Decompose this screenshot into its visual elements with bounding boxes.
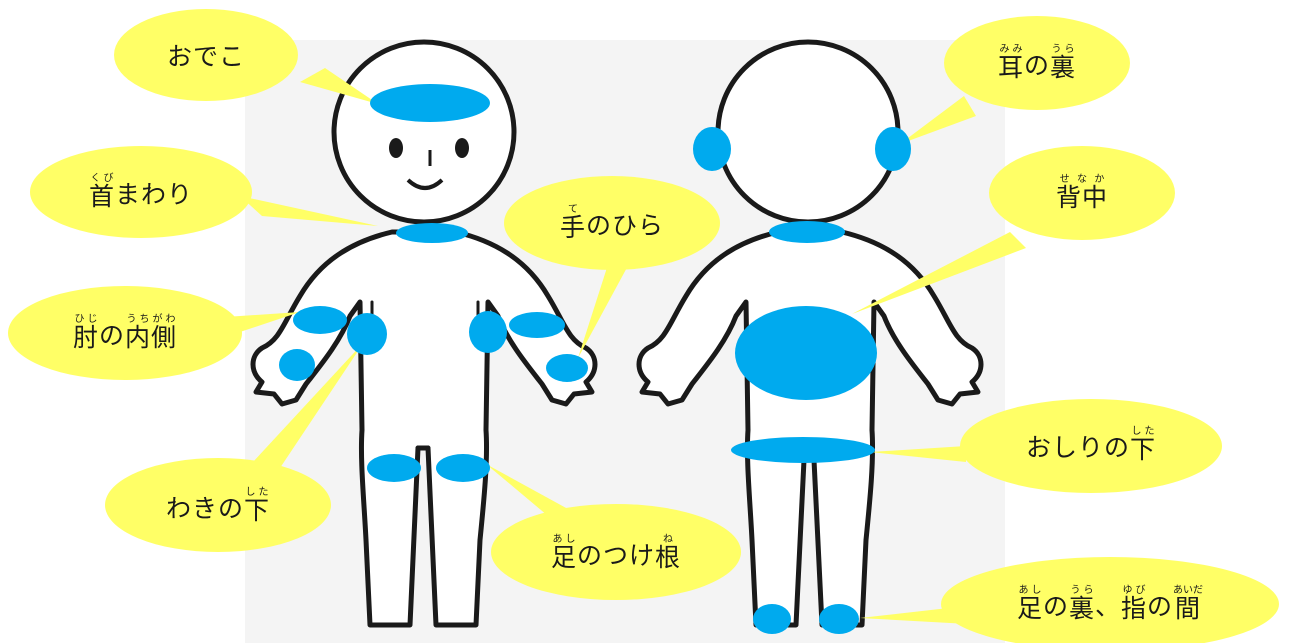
bubble-armpit	[105, 458, 331, 552]
spot-elbow-left	[293, 306, 347, 334]
spot-groin-left	[367, 454, 421, 482]
bubble-behind-ear	[944, 16, 1130, 110]
front-figure	[250, 39, 598, 628]
front-face	[389, 138, 469, 190]
spot-ear-right	[875, 127, 911, 171]
pointer-soles	[860, 606, 968, 624]
left-eye	[389, 138, 403, 158]
bubble-palm	[504, 176, 720, 270]
sweat-spots	[279, 84, 911, 634]
right-eye	[455, 138, 469, 158]
spot-forehead	[370, 84, 490, 122]
spot-sole-right	[819, 604, 859, 634]
spot-neck-back	[769, 221, 845, 243]
spot-under-buttocks	[731, 437, 875, 463]
spot-armpit-right	[469, 311, 507, 353]
spot-neck-front	[396, 223, 468, 243]
bubble-back	[989, 146, 1175, 240]
bubble-under-buttocks	[960, 399, 1222, 493]
bubble-elbow	[8, 286, 242, 380]
label-bubbles	[8, 9, 1279, 643]
bubble-neck	[30, 146, 252, 238]
spot-palm-right	[546, 354, 588, 382]
front-head	[331, 39, 517, 225]
smile	[406, 178, 444, 190]
pointer-neck	[240, 196, 378, 226]
pointer-under-buttocks	[870, 446, 966, 462]
bubble-forehead	[114, 9, 298, 101]
pointer-back	[852, 232, 1026, 314]
bubble-soles	[941, 557, 1279, 643]
spot-elbow-right	[509, 312, 565, 338]
spot-back	[735, 306, 877, 400]
spot-sole-left	[753, 604, 791, 634]
pointer-palm	[578, 252, 630, 358]
pointer-behind-ear	[900, 96, 976, 144]
spot-groin-right	[436, 454, 490, 482]
spot-ear-left	[693, 127, 731, 171]
pointer-forehead	[300, 68, 378, 104]
pointer-armpit	[240, 342, 364, 486]
bubble-groin	[491, 504, 741, 600]
spot-armpit-left	[347, 313, 387, 355]
spot-hand-left	[279, 349, 315, 381]
back-head	[715, 39, 901, 225]
